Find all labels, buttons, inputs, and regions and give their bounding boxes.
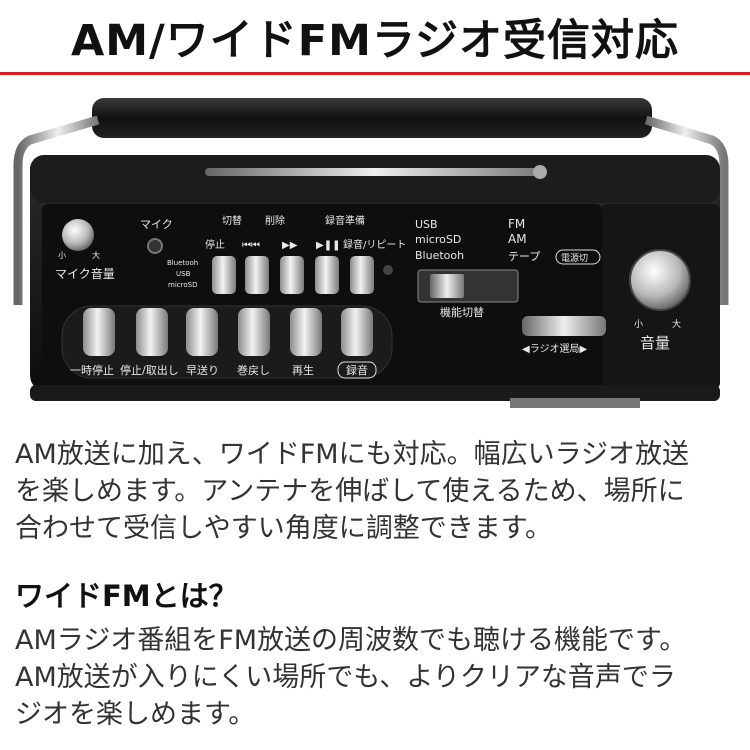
source-bluetooth-label: Bluetooh bbox=[167, 259, 198, 267]
rewind-button bbox=[238, 308, 270, 356]
mic-label: マイク bbox=[140, 218, 173, 231]
tape-label-stop-eject: 停止/取出し bbox=[120, 363, 179, 377]
tape-label-play: 再生 bbox=[292, 363, 314, 377]
radio-cassette-photo: 小 大 マイク音量 マイク Bluetooh USB microSD 切替 削除… bbox=[13, 98, 729, 408]
volume-large-label: 大 bbox=[672, 318, 681, 330]
tape-label-record: 録音 bbox=[346, 363, 368, 377]
mode-microsd-label: microSD bbox=[415, 233, 461, 246]
playpause-button bbox=[315, 256, 339, 294]
pause-button bbox=[83, 308, 115, 356]
mode-fm-label: FM bbox=[508, 217, 525, 231]
prev-button bbox=[245, 256, 269, 294]
mic-volume-knob bbox=[62, 219, 94, 251]
volume-knob bbox=[629, 249, 691, 311]
indicator-led bbox=[383, 265, 393, 275]
function-switch-label: 機能切替 bbox=[440, 305, 484, 319]
description2-line-2: AM放送が入りにくい場所でも、よりクリアな音声でラ bbox=[15, 662, 676, 693]
function-buttons: 停止 ⏮⏮ ▶▶ ▶❚❚ 録音/リピート bbox=[205, 238, 406, 294]
handle-left-arm bbox=[13, 115, 100, 305]
btn-label-stop: 停止 bbox=[205, 238, 225, 251]
volume-small-label: 小 bbox=[634, 319, 643, 330]
fast-forward-button bbox=[186, 308, 218, 356]
title-underline bbox=[0, 72, 750, 75]
bottom-speaker-grille bbox=[510, 398, 640, 408]
mode-bluetooth-label: Bluetooh bbox=[415, 249, 464, 262]
btn-label-rec-repeat: 録音/リピート bbox=[343, 238, 406, 251]
description-line-2: を楽しめます。アンテナを伸ばして使えるため、場所に bbox=[15, 476, 685, 507]
stop-button bbox=[212, 256, 236, 294]
source-usb-label: USB bbox=[176, 270, 191, 278]
btn-label-prev: ⏮⏮ bbox=[242, 240, 260, 251]
mic-small-label: 小 bbox=[58, 251, 66, 260]
record-button bbox=[341, 308, 373, 356]
source-microsd-label: microSD bbox=[168, 281, 197, 289]
mic-volume-label: マイク音量 bbox=[55, 266, 115, 281]
tape-label-pause: 一時停止 bbox=[70, 363, 114, 377]
description: AM放送に加え、ワイドFMにも対応。幅広いラジオ放送 を楽しめます。アンテナを伸… bbox=[15, 436, 740, 547]
rec-repeat-button bbox=[350, 256, 374, 294]
description-2: AMラジオ番組をFM放送の周波数でも聴ける機能です。 AM放送が入りにくい場所で… bbox=[15, 622, 740, 733]
tape-label-rewind: 巻戻し bbox=[237, 364, 270, 377]
volume-label: 音量 bbox=[640, 334, 670, 352]
tape-label-ff: 早送り bbox=[186, 363, 219, 377]
power-off-label: 電源切 bbox=[561, 253, 588, 264]
handle-bar bbox=[92, 98, 652, 138]
tuning-label: ◀ラジオ選局▶ bbox=[522, 342, 587, 355]
play-button bbox=[290, 308, 322, 356]
switch-label: 切替 bbox=[222, 214, 242, 227]
handle-right-arm bbox=[644, 115, 729, 305]
power-off-badge bbox=[555, 249, 601, 265]
description2-line-1: AMラジオ番組をFM放送の周波数でも聴ける機能です。 bbox=[15, 625, 687, 656]
tuning-wheel bbox=[522, 316, 606, 336]
antenna bbox=[205, 168, 545, 176]
mode-am-label: AM bbox=[508, 232, 527, 246]
mode-usb-label: USB bbox=[415, 218, 438, 231]
mic-large-label: 大 bbox=[92, 250, 100, 260]
mode-tape-label: テープ bbox=[508, 250, 540, 263]
rec-prep-label: 録音準備 bbox=[325, 214, 365, 227]
function-switch-knob bbox=[430, 274, 464, 298]
mic-jack bbox=[147, 238, 163, 254]
description-line-3: 合わせて受信しやすい角度に調整できます。 bbox=[15, 513, 553, 544]
top-panel bbox=[30, 155, 720, 203]
delete-label: 削除 bbox=[265, 214, 285, 227]
btn-label-playpause: ▶❚❚ bbox=[316, 240, 340, 251]
stop-eject-button bbox=[136, 308, 168, 356]
description2-line-3: ジオを楽しめます。 bbox=[15, 699, 256, 730]
description-line-1: AM放送に加え、ワイドFMにも対応。幅広いラジオ放送 bbox=[15, 439, 690, 470]
section-heading: ワイドFMとは？ bbox=[15, 579, 238, 613]
record-label-box bbox=[337, 361, 377, 379]
btn-label-next: ▶▶ bbox=[282, 240, 298, 251]
tape-buttons: 一時停止 停止/取出し 早送り 巻戻し 再生 録音 bbox=[70, 308, 377, 379]
next-button bbox=[280, 256, 304, 294]
bottom-edge bbox=[30, 385, 720, 401]
page-title: AM/ワイドFMラジオ受信対応 bbox=[70, 16, 680, 66]
